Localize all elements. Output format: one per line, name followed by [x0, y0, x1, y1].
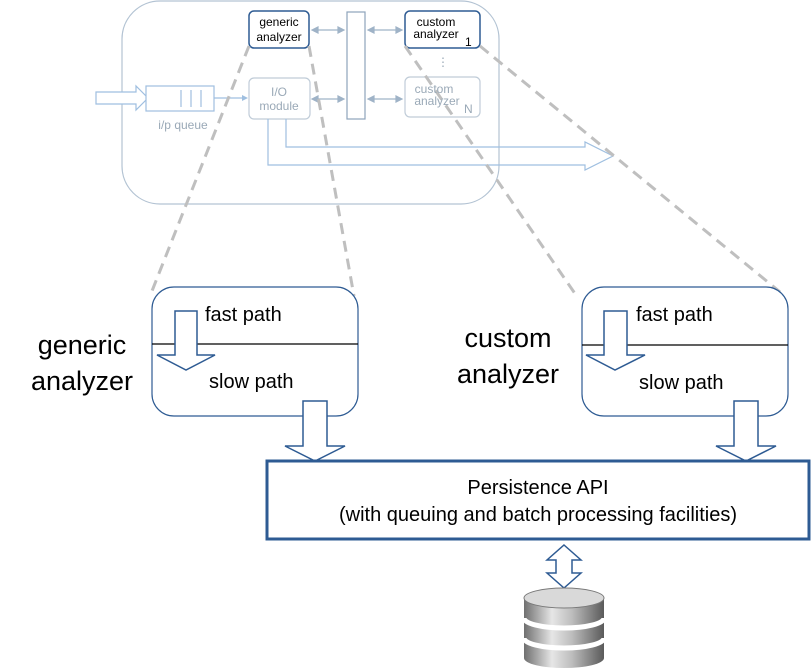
top-custom-analyzer-1-box — [404, 10, 481, 49]
bus-arrows — [310, 26, 404, 103]
generic-fast-path-arrow — [156, 310, 216, 371]
persistence-api-box — [265, 459, 811, 541]
top-io-module-box — [248, 77, 311, 120]
custom-analyzer-box — [581, 286, 789, 417]
database-icon — [521, 587, 607, 668]
generic-analyzer-box — [151, 286, 359, 417]
top-generic-analyzer-box — [248, 10, 310, 49]
custom-fast-path-arrow — [585, 310, 646, 371]
zoom-lines — [148, 44, 781, 299]
bus-bar — [346, 11, 366, 120]
generic-slow-path-arrow — [284, 400, 346, 462]
output-arrow — [267, 119, 615, 171]
top-custom-analyzer-n-box — [404, 76, 481, 118]
custom-slow-path-arrow — [715, 400, 777, 462]
input-queue — [95, 84, 215, 112]
persistence-db-arrow — [545, 543, 583, 590]
